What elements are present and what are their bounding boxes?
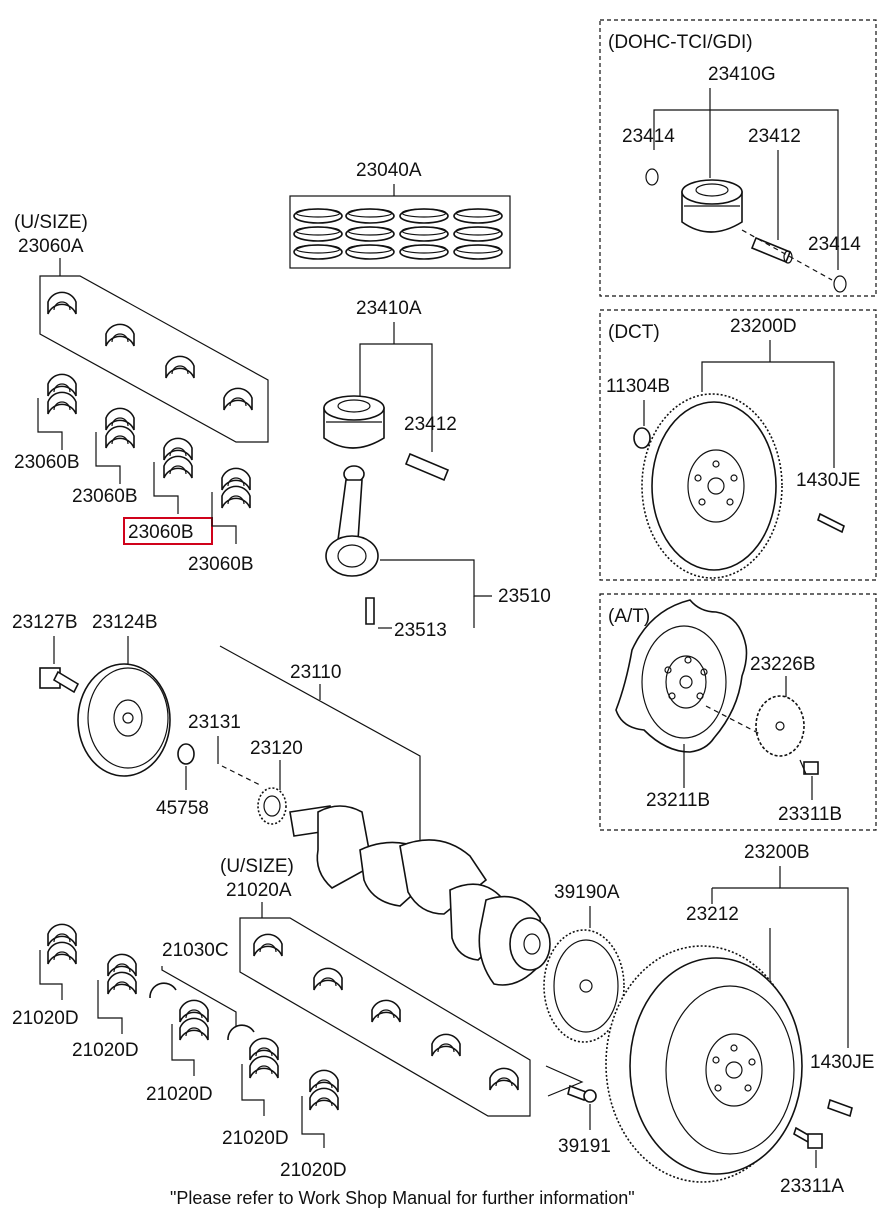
label-23410A: 23410A	[356, 298, 422, 319]
bearing-23060B-group: 23060B 23060B 23060B 23060B	[14, 373, 254, 575]
bearing-set-lower-frame	[239, 917, 531, 1117]
leader-23110	[219, 645, 421, 846]
label-23414-left: 23414	[622, 126, 675, 147]
ring-gear-plate-icon	[543, 929, 625, 1043]
label-23060B-3: 23060B	[128, 522, 194, 543]
label-usize-upper: (U/SIZE)	[14, 212, 88, 233]
label-21020D-5: 21020D	[280, 1160, 347, 1181]
connecting-rod-icon	[325, 465, 379, 577]
label-11304B: 11304B	[606, 376, 670, 397]
label-1430JE-dct: 1430JE	[796, 470, 860, 491]
label-23200D: 23200D	[730, 316, 797, 337]
label-23510: 23510	[498, 586, 551, 607]
flywheel-dct-icon	[641, 393, 783, 579]
piston-rod-group: 23410A 23412 23510 23513	[323, 298, 551, 641]
piston-pin-icon	[750, 236, 793, 264]
label-23226B: 23226B	[750, 654, 816, 675]
bushing-icon	[633, 427, 651, 449]
label-23040A: 23040A	[356, 160, 422, 181]
thrust-bearing-group: 21030C	[149, 940, 255, 1041]
label-1430JE: 1430JE	[810, 1052, 874, 1073]
label-21020D-3: 21020D	[146, 1084, 213, 1105]
label-23200B: 23200B	[744, 842, 810, 863]
leader-23200D	[701, 361, 835, 468]
label-23120: 23120	[250, 738, 303, 759]
dohc-panel-title: (DOHC-TCI/GDI)	[608, 32, 753, 53]
at-panel-title: (A/T)	[608, 606, 650, 627]
flywheel-23200B-group: 23200B 23212 1430JE 23311A	[605, 842, 874, 1197]
leader-23410G	[653, 109, 839, 270]
label-39191: 39191	[558, 1136, 611, 1157]
thrust-washer-icon	[149, 982, 177, 999]
label-23124B: 23124B	[92, 612, 158, 633]
dct-panel-title: (DCT)	[608, 322, 660, 343]
label-23311A: 23311A	[780, 1176, 844, 1197]
label-23060B-2: 23060B	[72, 486, 138, 507]
adapter-plate-icon	[755, 695, 805, 757]
bolt-icon	[793, 1126, 823, 1149]
key-washer-icon	[177, 743, 195, 765]
ring-set-frame	[289, 195, 511, 269]
label-45758: 45758	[156, 798, 209, 819]
thrust-washer-icon	[227, 1024, 255, 1041]
flywheel-icon	[605, 945, 803, 1183]
bolt-icon	[799, 759, 819, 775]
label-23212: 23212	[686, 904, 739, 925]
drive-plate-icon	[615, 599, 748, 753]
pulley-bolt-icon	[39, 667, 80, 694]
crankshaft-icon	[289, 805, 551, 986]
label-23060B-4: 23060B	[188, 554, 254, 575]
rod-bolt-icon	[365, 597, 375, 625]
at-panel: (A/T) 23226B 23211B 23311B	[599, 593, 877, 831]
label-21020D-1: 21020D	[12, 1008, 79, 1029]
dohc-panel-frame	[599, 19, 877, 297]
dowel-pin-icon	[817, 512, 845, 534]
label-23410G: 23410G	[708, 64, 776, 85]
label-23131: 23131	[188, 712, 241, 733]
main-bearing-set-lower: (U/SIZE) 21020A	[220, 856, 531, 1117]
dowel-pin-icon	[827, 1098, 853, 1118]
piston-ring-set: 23040A	[289, 160, 511, 269]
piston-icon	[323, 395, 385, 449]
snap-ring-icon	[645, 168, 659, 186]
crankshaft-group: 23110 23131 23120	[188, 645, 551, 986]
label-21020D-4: 21020D	[222, 1128, 289, 1149]
label-23060B-1: 23060B	[14, 452, 80, 473]
label-23211B: 23211B	[646, 790, 710, 811]
dohc-panel: (DOHC-TCI/GDI) 23410G 23414 23412 23414	[599, 19, 877, 297]
label-23513: 23513	[394, 620, 447, 641]
label-23127B: 23127B	[12, 612, 78, 633]
snap-ring-icon	[833, 275, 847, 293]
label-21020D-2: 21020D	[72, 1040, 139, 1061]
main-bearing-set-upper: (U/SIZE) 23060A	[14, 212, 269, 443]
highlight-23060B	[123, 517, 213, 545]
label-23412-dohc: 23412	[748, 126, 801, 147]
label-23414-right: 23414	[808, 234, 861, 255]
bearing-set-frame	[39, 275, 269, 443]
label-23311B: 23311B	[778, 804, 842, 825]
bolt-icon	[567, 1084, 597, 1103]
label-23412: 23412	[404, 414, 457, 435]
plate-39190A-group: 39190A 39191	[543, 882, 625, 1157]
crank-pulley-icon	[77, 663, 171, 777]
label-23060A: 23060A	[18, 236, 84, 257]
footer-note: "Please refer to Work Shop Manual for fu…	[170, 1188, 635, 1208]
dct-panel: (DCT) 23200D 11304B 1430JE	[599, 309, 877, 581]
piston-icon	[681, 179, 743, 233]
crank-sprocket-icon	[257, 787, 287, 825]
label-usize-lower: (U/SIZE)	[220, 856, 294, 877]
label-39190A: 39190A	[554, 882, 620, 903]
piston-pin-icon	[404, 452, 450, 482]
at-panel-frame	[599, 593, 877, 831]
pulley-group: 23127B 23124B 45758	[12, 612, 209, 819]
label-21030C: 21030C	[162, 940, 229, 961]
bearing-21020D-group: 21020D 21020D 21020D 21020D 21020D	[12, 923, 347, 1181]
label-21020A: 21020A	[226, 880, 292, 901]
label-23110: 23110	[290, 662, 341, 683]
